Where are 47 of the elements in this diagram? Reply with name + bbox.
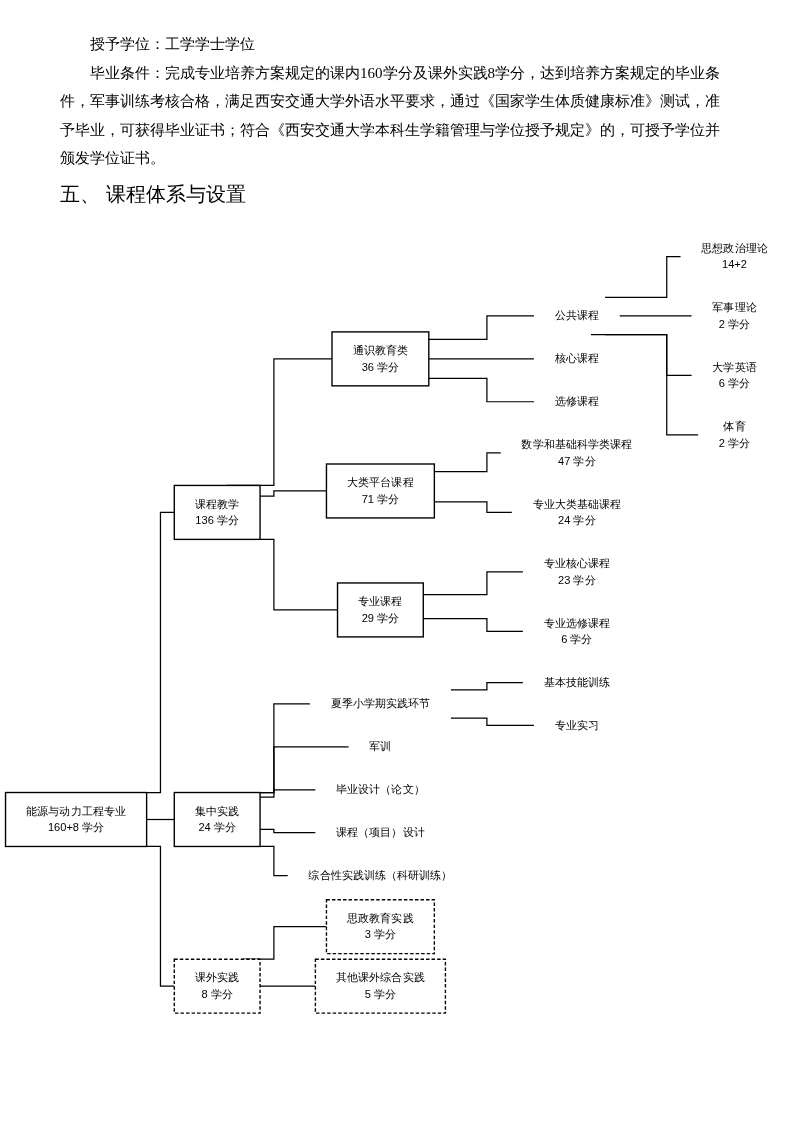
node-text: 夏季小学期实践环节 [330,697,431,710]
node-text: 体育 [723,419,746,432]
node-text: 基本技能训练 [543,675,611,688]
connector [619,314,693,317]
node-text: 军事理论 [712,300,757,313]
node-box: 其他课外综合实践 5 学分 [314,958,447,1014]
node-text: 大学英语 [712,360,757,373]
node-text: 军训 [369,740,392,752]
node-box: 思政教育实践 3 学分 [325,898,436,954]
node-box: 课外实践 8 学分 [173,958,261,1014]
section-heading: 五、 课程体系与设置 [60,181,247,207]
node-text: 思想政治理论 [701,241,768,254]
connector [428,377,535,402]
node-label: 23 学分 [558,573,596,586]
node-box: 通识教育类 36 学分 [331,330,430,387]
node-box: 大类平台课程 71 学分 [325,462,436,519]
node-text: 选修课程 [554,395,599,407]
node-label: 6 学分 [718,377,751,389]
node-box: 课程教学 136 学分 [173,484,261,540]
connector [428,357,535,359]
node-box: 集中实践 24 学分 [173,791,261,847]
node-text: 核心课程 [554,352,599,364]
connector [450,717,535,726]
connector [428,314,535,340]
node-label: 2 学分 [718,436,751,449]
node-text: 毕业设计（论文） [336,783,425,795]
node-label: 2 学分 [718,317,751,330]
node-text: 课程（项目）设计 [336,825,425,838]
connector [146,818,175,820]
connector [604,255,682,298]
node-label: 14+2 [722,258,747,270]
node-label: 47 学分 [558,454,596,467]
paragraph: 毕业条件：完成专业培养方案规定的课内160学分及课外实践8学分，达到培养方案规定的毕业条件，军事训练考核合格，满足西安交通大学外语水平要求，通过《国家学生体质健康标准》测试，准予毕业，可获得毕业证书；符合《西安交通大学本科生学籍管理与学位授予规定》的，可授予学位并颁发学位证书。 [60,63,721,168]
node-text: 专业实习 [554,718,599,731]
node-text: 数学和基础科学类课程 [521,437,633,450]
node-text: 专业核心课程 [543,556,611,569]
node-text: 综合性实践训练（科研训练） [308,868,453,881]
paragraph: 授予学位：工学学士学位 [89,35,256,54]
node-label: 24 学分 [558,513,596,526]
node-box: 能源与动力工程专业 160+8 学分 [4,791,148,847]
connector [590,333,699,436]
node-text: 专业选修课程 [543,616,611,629]
node-label: 6 学分 [561,632,593,645]
node-box: 专业课程 29 学分 [336,581,424,638]
connector [450,681,524,690]
node-text: 专业大类基础课程 [532,497,622,510]
node-text: 公共课程 [554,309,599,322]
